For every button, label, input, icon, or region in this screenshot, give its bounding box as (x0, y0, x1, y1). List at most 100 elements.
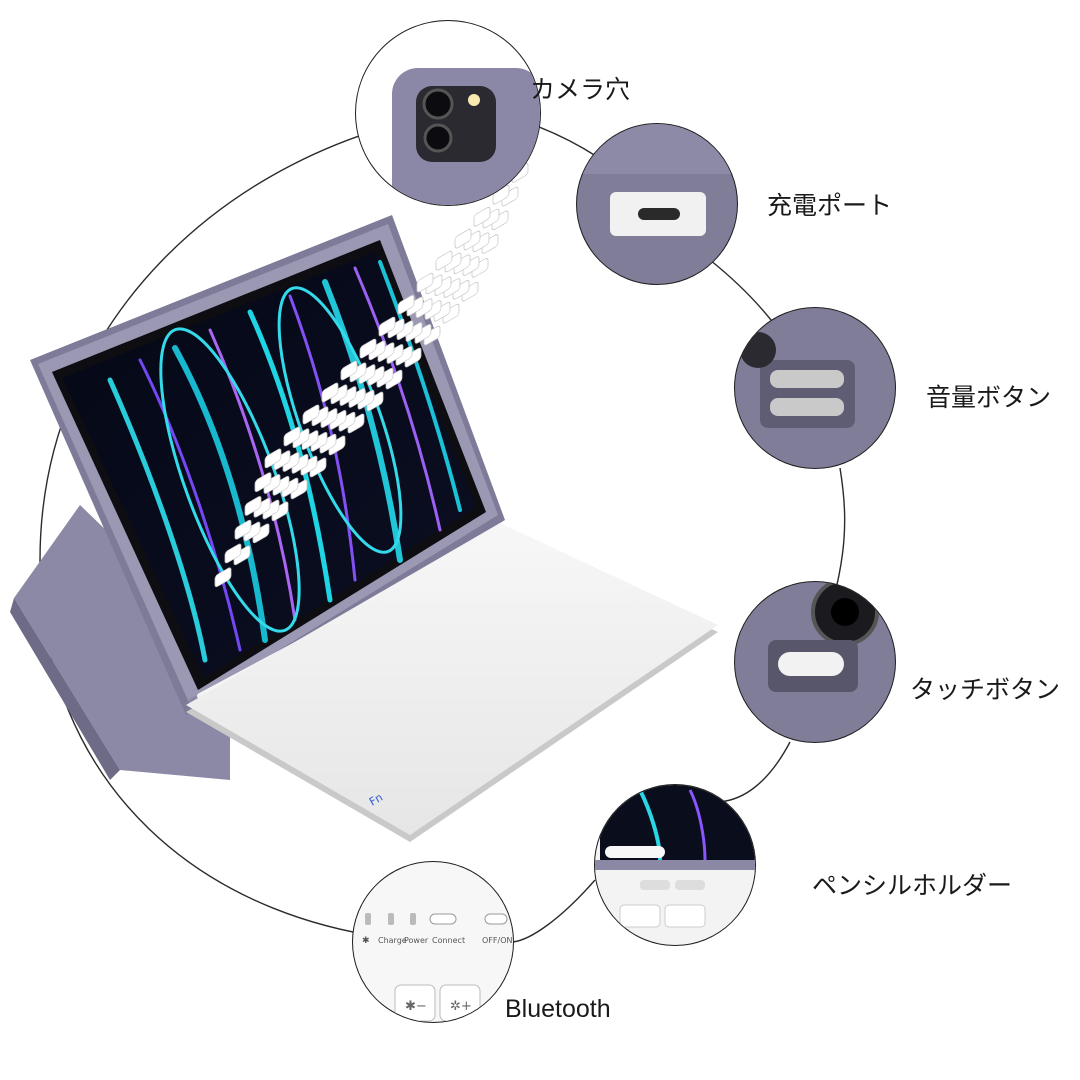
keyboard-key (472, 232, 490, 253)
keyboard-key (424, 300, 442, 320)
keyboard-key (340, 360, 358, 381)
keyboard-key (358, 364, 376, 384)
keyboard-key (444, 252, 462, 273)
keyboard-key (452, 280, 470, 300)
usb-c-port-icon (638, 208, 680, 220)
keyboard-key (282, 452, 300, 472)
keyboard-key (244, 496, 262, 516)
keyboard-key (328, 435, 346, 456)
keyboard-key (481, 234, 499, 254)
pencil-icon (605, 846, 665, 858)
keyboard-key (348, 388, 366, 408)
keyboard-key (338, 411, 356, 432)
keyboard-key (281, 477, 299, 498)
keyboard-key (425, 274, 443, 295)
connector-arc (39, 112, 449, 943)
keyboard-key (386, 344, 404, 364)
switch-label-connect: Connect (432, 936, 465, 945)
keyboard-keys (214, 162, 529, 588)
keyboard-key (311, 406, 329, 427)
keyboard-key (262, 499, 280, 520)
callout-charging-port (576, 123, 738, 285)
key-fn-label: Fn (367, 791, 385, 809)
connector-line-pencil (699, 741, 791, 803)
callout-bluetooth: ✱ Charge Power Connect OFF/ON ✱− ✲+ (352, 861, 514, 1023)
keyboard-key (501, 186, 519, 207)
brightness-up-icon: ✲+ (450, 999, 472, 1014)
keyboard-key (321, 382, 339, 403)
keyboard-key (264, 448, 282, 469)
callout-pencil-holder (594, 784, 756, 946)
connect-button-icon (429, 913, 457, 925)
keyboard-key (415, 298, 433, 319)
keyboard: Fn (186, 162, 718, 842)
keyboard-key (434, 276, 452, 297)
keyboard-key (387, 318, 405, 339)
keyboard-key (453, 254, 471, 275)
keyboard-key (442, 303, 460, 324)
keyboard-key (309, 457, 327, 478)
keyboard-key (283, 426, 301, 447)
keyboard-key (273, 450, 291, 470)
keyboard-key (224, 543, 242, 564)
keyboard-key (416, 272, 434, 293)
label-volume-buttons: 音量ボタン (926, 383, 1052, 412)
switch-label-charge: Charge (378, 936, 407, 945)
keyboard-key (473, 206, 491, 227)
keyboard-key (395, 345, 413, 366)
keyboard-key (243, 521, 261, 542)
keyboard-key (368, 340, 386, 361)
label-pencil-holder: ペンシルホルダー (812, 871, 1013, 900)
keyboard-key (233, 545, 251, 566)
connector-line-bt (512, 879, 596, 943)
keyboard-key (376, 367, 394, 388)
label-charging-port: 充電ポート (767, 191, 893, 220)
keyboard-key (347, 413, 365, 434)
keyboard-key (253, 497, 271, 518)
volume-button-icon (770, 370, 844, 388)
callout-camera (355, 20, 541, 206)
brightness-down-icon: ✱− (405, 999, 427, 1014)
keyboard-key (320, 408, 338, 428)
keyboard-key (214, 567, 232, 588)
keyboard-key (234, 519, 252, 540)
keyboard-key (397, 294, 415, 315)
keyboard-key (319, 433, 337, 454)
keyboard-key (349, 362, 367, 383)
keyboard-key (406, 296, 424, 317)
keyboard-key (378, 316, 396, 337)
callout-volume (734, 307, 896, 469)
keyboard-key (414, 323, 432, 344)
keyboard-key (310, 432, 328, 452)
keyboard-key (463, 230, 481, 251)
touch-button-icon (778, 652, 844, 676)
keyboard-key (252, 523, 270, 544)
keyboard-key (272, 475, 290, 496)
keyboard-key (302, 404, 320, 425)
keyboard-key (300, 455, 318, 476)
keyboard-key (482, 208, 500, 229)
keyboard-key (291, 453, 309, 474)
keyboard-key (290, 479, 308, 500)
keyboard-key (461, 281, 479, 302)
keyboard-key (471, 258, 489, 278)
keyboard-key (263, 474, 281, 494)
keyboard-key (357, 389, 375, 410)
keyboard-key (330, 384, 348, 405)
keyboard-key (423, 325, 441, 346)
keyboard-key (433, 301, 451, 322)
bluetooth-icon: ✱ (362, 936, 370, 946)
keyboard-key (443, 278, 461, 298)
keyboard-key (462, 256, 480, 276)
keyboard-key (254, 472, 272, 492)
label-touch-button: タッチボタン (910, 675, 1061, 704)
keyboard-key (491, 210, 509, 231)
keyboard-key (435, 250, 453, 271)
keyboard-key (367, 366, 385, 386)
label-camera: カメラ穴 (530, 75, 631, 104)
keyboard-key (377, 342, 395, 362)
keyboard-key (454, 228, 472, 249)
switch-label-off-on: OFF/ON (482, 936, 512, 945)
power-switch-icon (484, 913, 508, 925)
